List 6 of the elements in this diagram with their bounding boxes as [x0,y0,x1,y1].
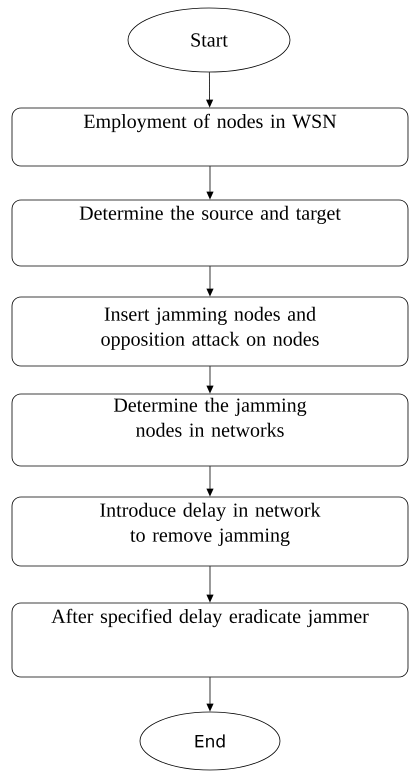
process-box: Insert jamming nodes and opposition attack on nodes [12,296,408,366]
process-box: Introduce delay in network to remove jamming [12,496,408,566]
process-box: Employment of nodes in WSN [12,108,408,166]
process-box: Determine the source and target [12,200,408,266]
process-box: Determine the jamming nodes in networks [12,394,408,466]
process-box: After specified delay eradicate jammer [12,602,408,678]
